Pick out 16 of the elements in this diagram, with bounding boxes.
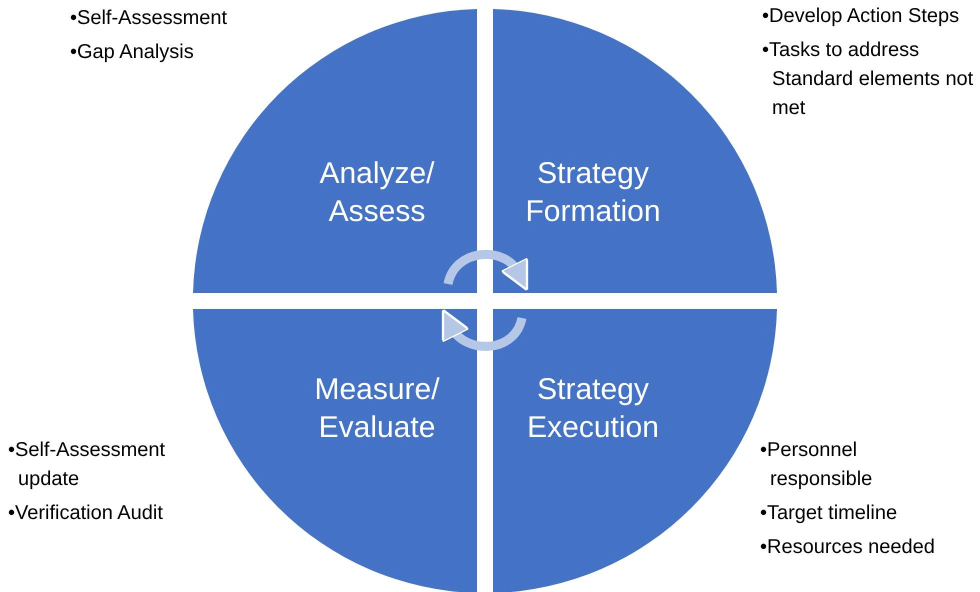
- bullet-item: •Target timeline: [760, 501, 898, 526]
- quadrant-title: Strategy Execution: [526, 372, 660, 446]
- bullet-item: •Self-Assessment: [70, 6, 228, 31]
- quadrant-title: Strategy Formation: [524, 156, 662, 230]
- bullet-item: •Gap Analysis: [70, 40, 195, 65]
- bullet-item: •Verification Audit: [8, 501, 164, 526]
- quadrant-segment: [193, 309, 477, 592]
- cycle-arrow: [444, 250, 530, 290]
- quadrant-title: Analyze/ Assess: [318, 156, 436, 230]
- quadrant-title: Measure/ Evaluate: [313, 372, 441, 446]
- bullet-item: •Self-Assessment update: [8, 438, 166, 492]
- bullet-item: •Personnel responsible: [760, 438, 874, 492]
- bullet-item: •Tasks to address Standard elements not met: [762, 38, 974, 121]
- bullet-item: •Resources needed: [760, 535, 936, 560]
- bullet-item: •Develop Action Steps: [762, 4, 960, 29]
- cycle-arrow: [440, 310, 526, 351]
